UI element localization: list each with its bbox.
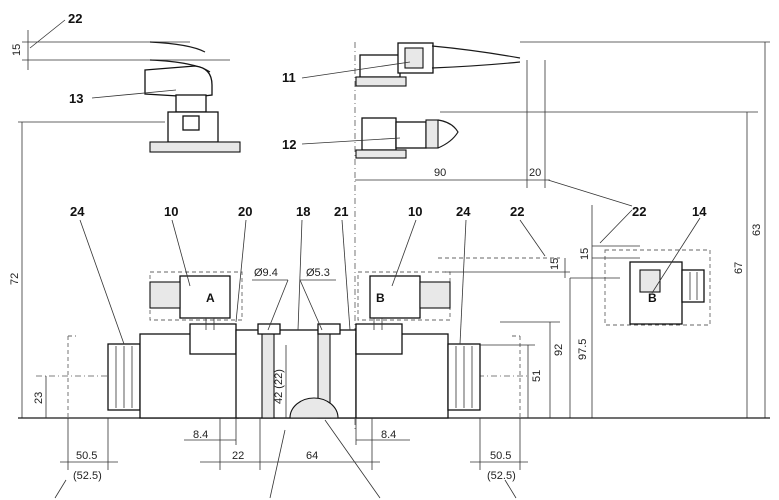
dim-63: 63 [751,224,763,236]
label-22-mid: 22 [510,204,524,219]
label-21: 21 [334,204,348,219]
dim-50-5-right: 50.5 [490,450,511,462]
label-11: 11 [282,70,296,85]
dim-90: 90 [434,167,446,179]
dim-8-4-right: 8.4 [381,429,396,441]
dim-15-mid: 15 [549,258,561,270]
label-14: 14 [692,204,707,219]
dim-64: 64 [306,450,318,462]
dim-15-top: 15 [11,44,23,56]
label-B-side: B [648,291,657,305]
label-18: 18 [296,204,310,219]
valve-body [18,219,770,499]
label-10-left: 10 [164,204,178,219]
part-labels: 22 13 11 12 24 10 20 18 21 10 24 22 22 1… [68,11,707,305]
dim-51: 51 [531,370,543,382]
dim-42-22: 42 (22) [273,369,285,404]
label-22-right: 22 [632,204,646,219]
dim-20: 20 [529,167,541,179]
label-22-top: 22 [68,11,82,26]
dim-67: 67 [733,262,745,274]
dim-52-5-left: (52.5) [73,470,102,482]
dim-23: 23 [33,392,45,404]
dim-22-bottom: 22 [232,450,244,462]
dim-dia-5-3: Ø5.3 [306,267,330,279]
dim-50-5-left: 50.5 [76,450,97,462]
dim-52-5-right: (52.5) [487,470,516,482]
dimension-labels: 15 72 63 67 90 20 Ø9.4 Ø5.3 15 15 92 97.… [9,44,763,482]
label-20: 20 [238,204,252,219]
label-24-left: 24 [70,204,85,219]
label-10-right: 10 [408,204,422,219]
dim-dia-9-4: Ø9.4 [254,267,278,279]
dim-92: 92 [553,344,565,356]
connector-11-12-view [301,41,770,430]
label-B: B [376,291,385,305]
label-24-right: 24 [456,204,471,219]
label-12: 12 [282,137,296,152]
dim-8-4-left: 8.4 [193,429,208,441]
label-A: A [206,291,215,305]
dim-72: 72 [9,273,21,285]
label-13: 13 [69,91,83,106]
dim-15-right: 15 [579,248,591,260]
connector-13-view [18,19,241,418]
dim-97-5: 97.5 [577,339,589,360]
side-view-14 [547,179,711,418]
